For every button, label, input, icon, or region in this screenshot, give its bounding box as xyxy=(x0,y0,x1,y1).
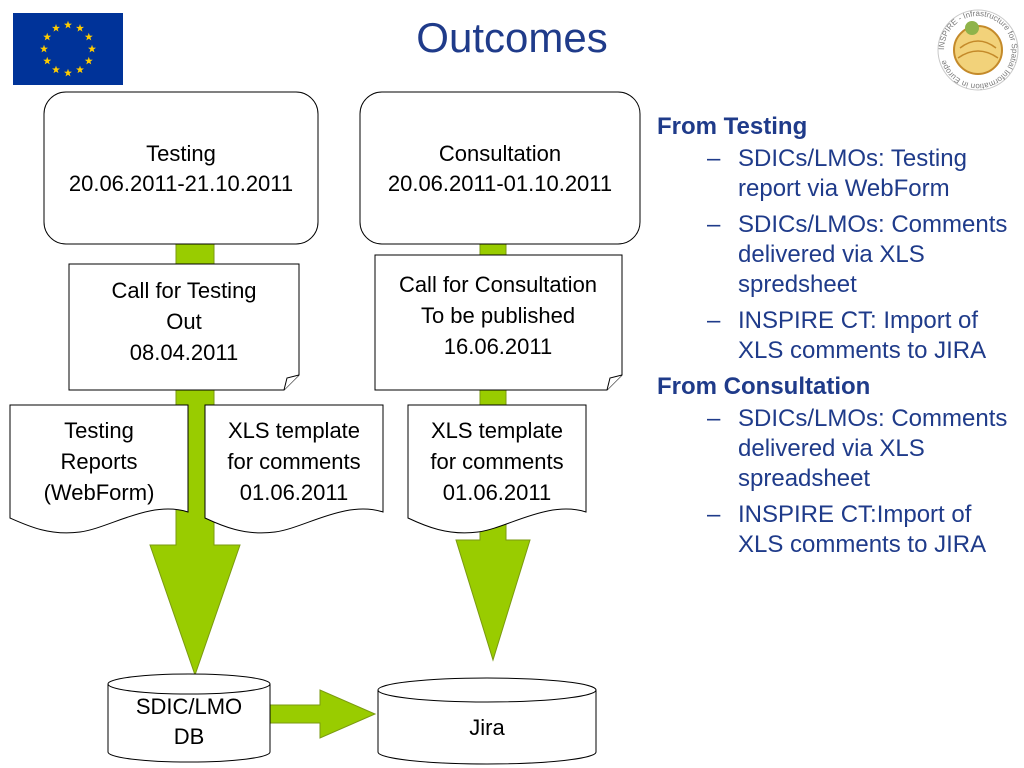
list-item-text: SDICs/LMOs: Comments delivered via XLS s… xyxy=(738,211,1008,298)
eu-star-icon xyxy=(76,65,84,74)
testing-box-line-1: Testing xyxy=(146,141,216,166)
list-item-text: INSPIRE CT: Import of XLS comments to JI… xyxy=(738,307,987,364)
sdic-db-top xyxy=(107,673,271,695)
from-testing-list: –SDICs/LMOs: Testing report via WebForm … xyxy=(657,144,1022,366)
xls-left-line-1: XLS template xyxy=(228,418,360,443)
consultation-box-line-2: 20.06.2011-01.10.2011 xyxy=(388,171,612,196)
consultation-box-line-1: Consultation xyxy=(439,141,561,166)
testing-reports-line-3: (WebForm) xyxy=(44,480,155,505)
call-consultation-line-2: To be published xyxy=(421,303,575,328)
list-item: –SDICs/LMOs: Comments delivered via XLS … xyxy=(657,210,1022,300)
process-diagram: Testing 20.06.2011-21.10.2011 Consultati… xyxy=(9,91,641,765)
eu-star-icon xyxy=(40,44,48,53)
xls-right-line-2: for comments xyxy=(430,449,563,474)
call-testing-line-3: 08.04.2011 xyxy=(130,340,238,365)
call-testing-line-1: Call for Testing xyxy=(111,278,256,303)
xls-left-line-3: 01.06.2011 xyxy=(240,480,348,505)
call-testing-line-2: Out xyxy=(166,309,201,334)
xls-template-left-doc xyxy=(204,404,384,534)
testing-box xyxy=(43,91,319,245)
xls-right-line-1: XLS template xyxy=(431,418,563,443)
consultation-box xyxy=(359,91,641,245)
xls-template-right-doc xyxy=(407,404,587,534)
jira-db-cylinder xyxy=(377,690,597,765)
eu-star-icon xyxy=(52,24,60,32)
dash-bullet: – xyxy=(707,405,721,432)
list-item: –SDICs/LMOs: Comments delivered via XLS … xyxy=(657,404,1022,494)
eu-star-icon xyxy=(84,32,93,41)
eu-star-icon xyxy=(88,44,96,53)
list-item: –INSPIRE CT:Import of XLS comments to JI… xyxy=(657,500,1022,560)
inspire-logo-icon: INSPIRE - Infrastructure for Spatial Inf… xyxy=(937,9,1019,91)
outcomes-sidebar: From Testing –SDICs/LMOs: Testing report… xyxy=(657,112,1022,566)
list-item: –INSPIRE CT: Import of XLS comments to J… xyxy=(657,306,1022,366)
eu-star-icon xyxy=(43,32,52,41)
list-item-text: INSPIRE CT:Import of XLS comments to JIR… xyxy=(738,501,987,558)
xls-right-line-3: 01.06.2011 xyxy=(443,480,551,505)
testing-reports-doc xyxy=(9,404,189,534)
eu-flag-icon xyxy=(13,13,123,85)
dash-bullet: – xyxy=(707,145,721,172)
call-testing-fold xyxy=(283,374,300,391)
page-title: Outcomes xyxy=(416,14,608,61)
sdic-db-line-2: DB xyxy=(174,724,205,749)
eu-star-icon xyxy=(76,24,84,32)
dash-bullet: – xyxy=(707,501,721,528)
list-item: –SDICs/LMOs: Testing report via WebForm xyxy=(657,144,1022,204)
list-item-text: SDICs/LMOs: Comments delivered via XLS s… xyxy=(738,405,1008,492)
call-consultation-line-3: 16.06.2011 xyxy=(444,334,552,359)
eu-star-icon xyxy=(52,65,60,74)
eu-star-icon xyxy=(43,56,52,65)
call-consultation-fold xyxy=(606,374,623,391)
from-testing-heading: From Testing xyxy=(657,113,808,140)
eu-star-icon xyxy=(64,20,72,29)
from-consultation-list: –SDICs/LMOs: Comments delivered via XLS … xyxy=(657,404,1022,560)
testing-box-line-2: 20.06.2011-21.10.2011 xyxy=(69,171,293,196)
testing-reports-line-2: Reports xyxy=(60,449,137,474)
jira-db-label: Jira xyxy=(469,715,505,740)
dash-bullet: – xyxy=(707,211,721,238)
list-item-text: SDICs/LMOs: Testing report via WebForm xyxy=(738,145,967,202)
eu-star-icon xyxy=(64,68,72,77)
sdic-db-line-1: SDIC/LMO xyxy=(136,694,242,719)
from-consultation-heading: From Consultation xyxy=(657,373,871,400)
xls-left-line-2: for comments xyxy=(227,449,360,474)
sdic-db-cylinder xyxy=(107,684,271,763)
arrow-db-to-jira xyxy=(267,689,377,739)
eu-flag-stars xyxy=(40,20,96,77)
dash-bullet: – xyxy=(707,307,721,334)
call-consultation-line-1: Call for Consultation xyxy=(399,272,597,297)
jira-db-top xyxy=(377,677,597,703)
eu-star-icon xyxy=(84,56,93,65)
testing-reports-line-1: Testing xyxy=(64,418,134,443)
